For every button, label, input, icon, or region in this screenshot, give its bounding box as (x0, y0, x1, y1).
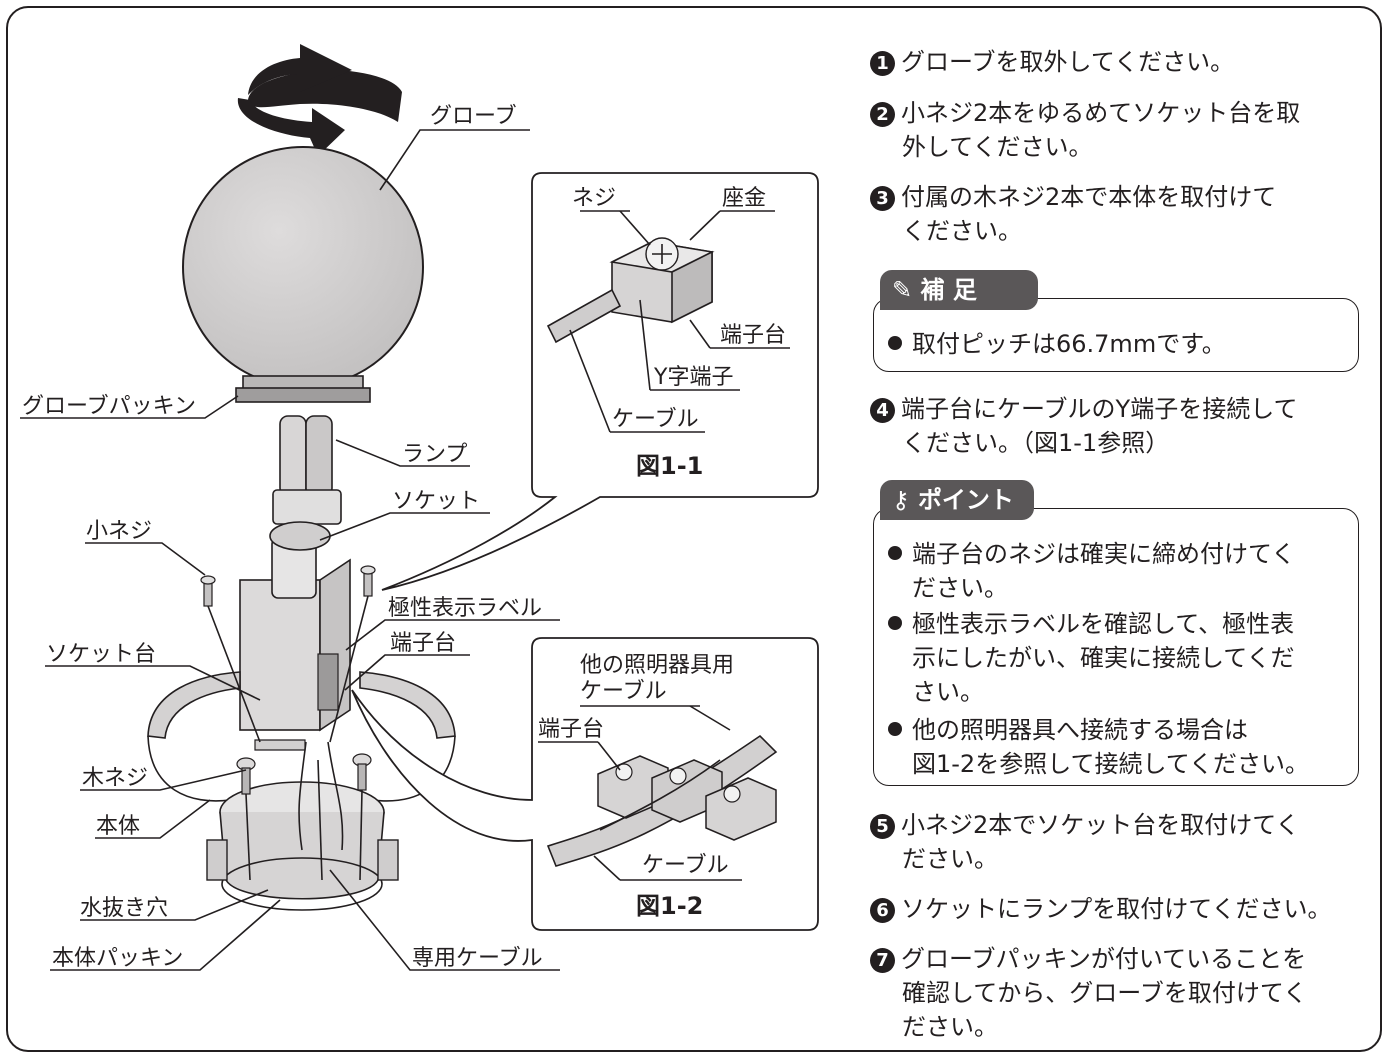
point-text-cont: ださい。 (912, 574, 1008, 602)
step-number: 1 (870, 51, 895, 76)
page-frame (6, 6, 1382, 1052)
fig1-screw-label: ネジ (572, 186, 616, 211)
step-number: 7 (870, 948, 895, 973)
label-socket-base: ソケット台 (46, 642, 156, 667)
label-globe-packing: グローブパッキン (22, 394, 196, 419)
supplement-box: 取付ピッチは66.7mmです。 (873, 298, 1359, 372)
figure-1-1: ネジ 座金 端子台 Y字端子 ケーブル 図1-1 (381, 172, 819, 591)
rotation-arrow-icon (237, 44, 402, 156)
supplement-title: 補 足 (920, 276, 977, 304)
step-text-cont: ださい。 (902, 1013, 998, 1041)
label-body-packing: 本体パッキン (52, 946, 183, 971)
fig2-other-cable-label-1: 他の照明器具用 (580, 653, 734, 678)
step-text: 小ネジ2本をゆるめてソケット台を取 (901, 99, 1301, 127)
fig1-terminal-block-label: 端子台 (720, 323, 786, 348)
point-text: 他の照明器具へ接続する場合は (912, 716, 1248, 744)
point-item-3: 他の照明器具へ接続する場合は 図1-2を参照して接続してください。 (888, 713, 1358, 781)
bullet-icon (888, 722, 902, 736)
step-text: グローブを取外してください。 (901, 48, 1235, 76)
label-small-screw: 小ネジ (86, 519, 152, 544)
point-text: 端子台のネジは確実に締め付けてく (912, 540, 1296, 568)
point-text-cont: 示にしたがい、確実に接続してくだ (912, 644, 1295, 672)
bullet-icon (888, 336, 902, 350)
label-body: 本体 (96, 814, 140, 839)
fig1-caption: 図1-1 (636, 452, 703, 480)
step-text-cont: ださい。 (902, 845, 998, 873)
step-text-cont: ください。（図1-1参照） (902, 429, 1170, 457)
label-terminal-block: 端子台 (390, 631, 456, 656)
point-box: 端子台のネジは確実に締め付けてく ださい。 極性表示ラベルを確認して、極性表 示… (873, 508, 1359, 786)
fig1-washer-label: 座金 (722, 186, 766, 211)
step-text-cont: ください。 (902, 217, 1022, 245)
point-tag: ⚷ ポイント (880, 480, 1034, 520)
fig2-cable-label: ケーブル (642, 853, 729, 878)
point-text-cont: 図1-2を参照して接続してください。 (912, 750, 1310, 778)
step-number: 3 (870, 186, 895, 211)
step-number: 4 (870, 398, 895, 423)
point-item-1: 端子台のネジは確実に締め付けてく ださい。 (888, 537, 1358, 605)
pencil-icon: ✎ (892, 276, 913, 304)
fig1-y-terminal-label: Y字端子 (653, 365, 733, 390)
label-dedicated-cable: 専用ケーブル (412, 946, 543, 971)
fig2-caption: 図1-2 (636, 892, 703, 920)
key-icon: ⚷ (892, 486, 910, 514)
fig1-cable-label: ケーブル (612, 407, 699, 432)
bullet-icon (888, 616, 902, 630)
step-text: 小ネジ2本でソケット台を取付けてく (901, 811, 1300, 839)
step-text-cont: 外してください。 (902, 133, 1093, 161)
lamp-part (272, 415, 342, 525)
figure-1-2: 他の照明器具用 ケーブル 端子台 ケーブル 図1-2 (351, 637, 819, 931)
label-lamp: ランプ (402, 442, 467, 467)
step-number: 5 (870, 814, 895, 839)
bullet-icon (888, 546, 902, 560)
label-drain-hole: 水抜き穴 (80, 896, 168, 921)
fig2-terminal-block-label: 端子台 (538, 717, 604, 742)
supplement-text: 取付ピッチは66.7mmです。 (912, 330, 1226, 358)
label-globe: グローブ (430, 104, 517, 129)
label-polarity-label: 極性表示ラベル (388, 596, 542, 621)
step-number: 6 (870, 898, 895, 923)
point-item-2: 極性表示ラベルを確認して、極性表 示にしたがい、確実に接続してくだ さい。 (888, 607, 1358, 709)
step-text: ソケットにランプを取付けてください。 (901, 895, 1332, 923)
supplement-item: 取付ピッチは66.7mmです。 (888, 327, 1358, 361)
step-text: グローブパッキンが付いていることを (901, 945, 1307, 973)
wood-screw-icon (236, 753, 372, 795)
step-text: 端子台にケーブルのY端子を接続して (901, 395, 1298, 423)
point-title: ポイント (917, 486, 1014, 514)
label-wood-screw: 木ネジ (82, 766, 148, 791)
point-text: 極性表示ラベルを確認して、極性表 (912, 610, 1295, 638)
small-screw-icon (200, 565, 376, 607)
globe-part (182, 146, 424, 403)
step-text: 付属の木ネジ2本で本体を取付けて (901, 183, 1277, 211)
step-text-cont: 確認してから、グローブを取付けてく (902, 979, 1308, 1007)
label-socket: ソケット (392, 489, 480, 514)
supplement-tag: ✎ 補 足 (880, 270, 1038, 310)
socket-base-part (239, 521, 351, 751)
point-text-cont: さい。 (912, 678, 984, 706)
step-number: 2 (870, 102, 895, 127)
fig2-other-cable-label-2: ケーブル (580, 679, 667, 704)
